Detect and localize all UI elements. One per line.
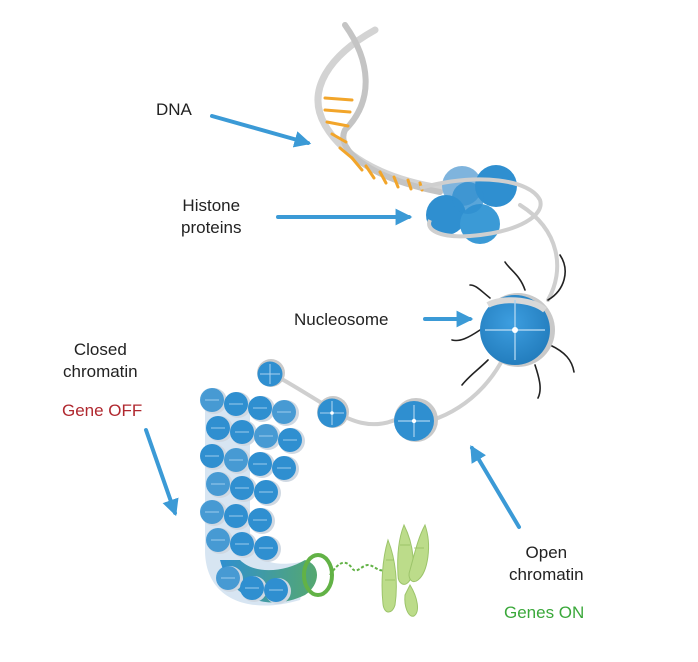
arrows <box>144 114 521 529</box>
genes-on-label: Genes ON <box>504 603 585 622</box>
open-label-line1: Open <box>525 543 568 562</box>
closed-label-line1: Closed <box>73 340 127 359</box>
chromosome <box>381 523 429 617</box>
nucleosome-large <box>451 254 575 399</box>
closed-chromatin-fiber <box>200 388 318 606</box>
nucleosome-fiber-top <box>257 359 285 387</box>
histone-cluster <box>419 165 543 244</box>
open-chromatin-label: Open chromatin <box>509 542 584 586</box>
closed-chromatin-label: Closed chromatin <box>63 339 138 383</box>
closed-chromatin-arrow <box>144 428 179 517</box>
open-chromatin-arrow <box>470 445 521 529</box>
condensed-coil <box>302 553 385 597</box>
nucleosome-medium <box>394 398 438 442</box>
nucleosome-small <box>317 396 349 428</box>
histone-label-line2: proteins <box>181 218 242 237</box>
open-label-line2: chromatin <box>509 565 584 584</box>
histone-label-line1: Histone <box>182 196 241 215</box>
dna-label: DNA <box>156 100 192 119</box>
closed-label-line2: chromatin <box>63 362 138 381</box>
dna-arrow <box>210 114 312 148</box>
base-pairs <box>323 96 424 192</box>
histone-proteins-label: Histone proteins <box>181 195 241 239</box>
dna-helix <box>314 22 444 195</box>
nucleosome-label: Nucleosome <box>294 310 389 329</box>
gene-off-label: Gene OFF <box>62 401 143 420</box>
